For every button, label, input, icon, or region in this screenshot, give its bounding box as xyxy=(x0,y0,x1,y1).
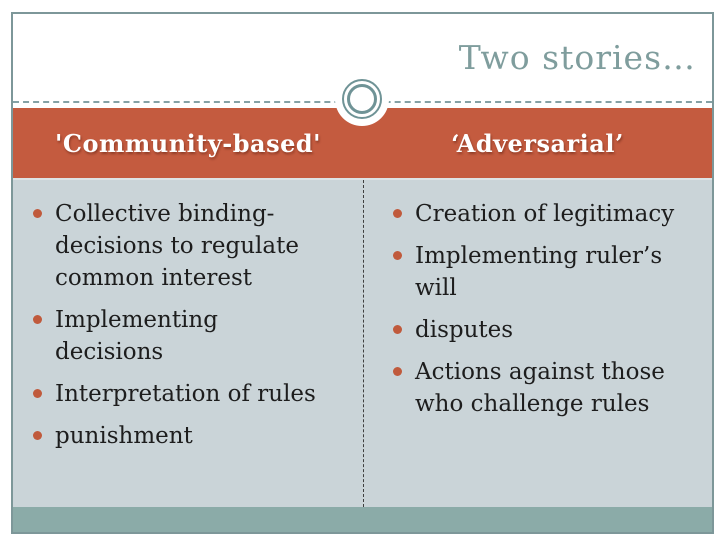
bullet-icon xyxy=(393,251,402,260)
list-item: Implementing ruler’s will xyxy=(393,240,706,304)
bullet-icon xyxy=(393,367,402,376)
column-community: Collective binding- decisions to regulat… xyxy=(13,180,363,507)
bullet-icon xyxy=(393,325,402,334)
list-item: Creation of legitimacy xyxy=(393,198,706,230)
list-item: Implementing decisions xyxy=(33,304,355,368)
header-cell-community: 'Community-based' xyxy=(13,108,363,178)
bullet-icon xyxy=(33,431,42,440)
list-item: disputes xyxy=(393,314,706,346)
bullet-icon xyxy=(33,315,42,324)
content-area: Collective binding- decisions to regulat… xyxy=(13,180,712,507)
bullet-icon xyxy=(33,209,42,218)
header-cell-adversarial: ‘Adversarial’ xyxy=(363,108,712,178)
bullet-text: disputes xyxy=(415,317,514,343)
slide-frame: Two stories… 'Community-based' ‘Adversar… xyxy=(11,12,714,534)
list-item: Interpretation of rules xyxy=(33,378,355,410)
circle-ornament-icon xyxy=(342,79,382,119)
bullet-text: Creation of legitimacy xyxy=(415,201,675,227)
bullet-icon xyxy=(33,389,42,398)
list-item: punishment xyxy=(33,420,355,452)
circle-ornament-inner xyxy=(347,84,377,114)
bottom-accent-band xyxy=(13,507,712,532)
bullet-text: Collective binding- decisions to regulat… xyxy=(55,201,299,291)
column-adversarial: Creation of legitimacy Implementing rule… xyxy=(363,180,712,507)
slide-title: Two stories… xyxy=(458,38,696,77)
bullet-list-adversarial: Creation of legitimacy Implementing rule… xyxy=(393,198,706,420)
band-gap xyxy=(13,178,712,180)
column-header-adversarial: ‘Adversarial’ xyxy=(451,128,624,158)
bullet-icon xyxy=(393,209,402,218)
column-header-community: 'Community-based' xyxy=(55,128,321,158)
list-item: Actions against those who challenge rule… xyxy=(393,356,706,420)
bullet-text: Implementing decisions xyxy=(55,307,218,365)
bullet-text: Actions against those who challenge rule… xyxy=(415,359,665,417)
bullet-text: Implementing ruler’s will xyxy=(415,243,663,301)
bullet-list-community: Collective binding- decisions to regulat… xyxy=(33,198,355,452)
list-item: Collective binding- decisions to regulat… xyxy=(33,198,355,294)
bullet-text: punishment xyxy=(55,423,193,449)
bullet-text: Interpretation of rules xyxy=(55,381,316,407)
